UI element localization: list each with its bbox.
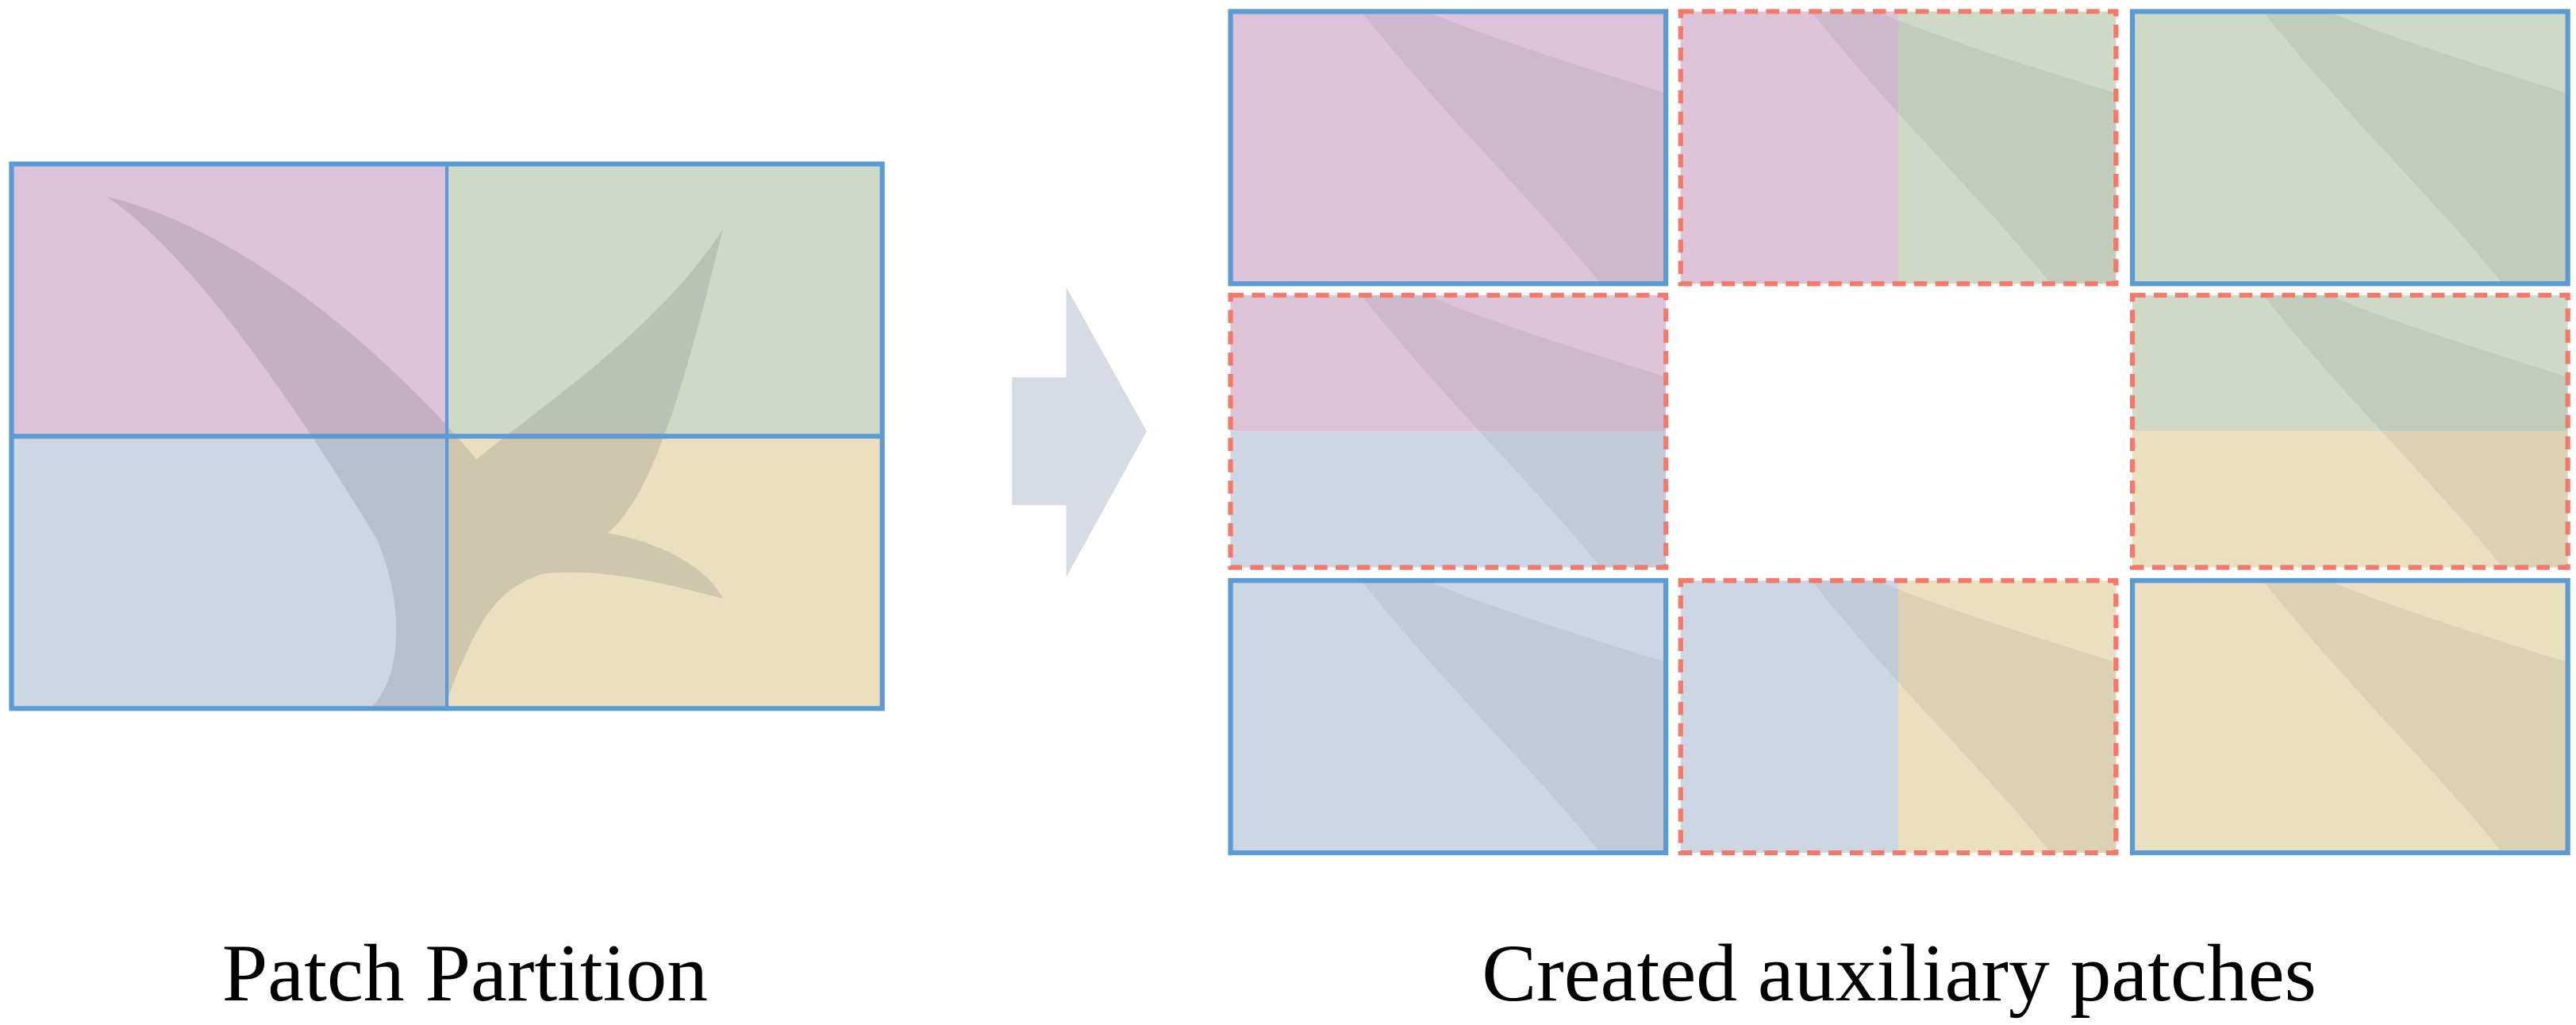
auxiliary-patch-top bbox=[1678, 9, 2119, 287]
auxiliary-patch-bottom bbox=[1678, 578, 2119, 856]
patch-top-left bbox=[11, 164, 448, 437]
created-auxiliary-patches-label: Created auxiliary patches bbox=[1482, 928, 2316, 1019]
patch-border bbox=[1678, 9, 2119, 287]
patch-bottom-left bbox=[11, 436, 448, 709]
patch-fill bbox=[1230, 11, 1667, 284]
patch-fill bbox=[1898, 11, 2117, 284]
eagle-image bbox=[1361, 295, 1667, 568]
eagle-image bbox=[1811, 580, 2117, 854]
original-patch-bottom-left bbox=[1228, 578, 1669, 856]
eagle-image bbox=[1361, 580, 1667, 854]
patch-border bbox=[1678, 578, 2119, 856]
patch-fill bbox=[2132, 11, 2568, 284]
eagle-image bbox=[1811, 11, 2117, 284]
eagle-image bbox=[2263, 295, 2568, 568]
patch-fill bbox=[1898, 580, 2117, 854]
patch-fill bbox=[2132, 295, 2568, 432]
patch-fill bbox=[1680, 580, 1899, 854]
original-patch-top-left bbox=[1228, 9, 1669, 287]
auxiliary-patch-left bbox=[1228, 292, 1669, 570]
partition-border bbox=[9, 161, 885, 711]
patch-fill bbox=[2132, 431, 2568, 568]
patch-border bbox=[2129, 292, 2570, 570]
patch-fill bbox=[2132, 580, 2568, 854]
patch-border bbox=[2129, 9, 2570, 287]
patch-bottom-right bbox=[447, 436, 882, 709]
patch-fill bbox=[1230, 295, 1667, 432]
eagle-image bbox=[2263, 580, 2568, 854]
eagle-image bbox=[106, 196, 723, 709]
eagle-image bbox=[1361, 11, 1667, 284]
patch-top-right bbox=[447, 164, 882, 437]
patch-fill bbox=[1230, 580, 1667, 854]
patch-border bbox=[2129, 578, 2570, 856]
patch-border bbox=[1228, 292, 1669, 570]
patch-partition-label: Patch Partition bbox=[222, 928, 708, 1019]
patch-fill bbox=[1680, 11, 1899, 284]
original-patch-bottom-right bbox=[2129, 578, 2570, 856]
eagle-image bbox=[2263, 11, 2568, 284]
patch-border bbox=[1228, 578, 1669, 856]
patch-fill bbox=[1230, 431, 1667, 568]
arrow-right-icon bbox=[1012, 287, 1147, 578]
patch-partition-grid bbox=[9, 161, 885, 711]
auxiliary-patch-right bbox=[2129, 292, 2570, 570]
patch-border bbox=[1228, 9, 1669, 287]
original-patch-top-right bbox=[2129, 9, 2570, 287]
auxiliary-patches-grid bbox=[1228, 9, 2570, 856]
